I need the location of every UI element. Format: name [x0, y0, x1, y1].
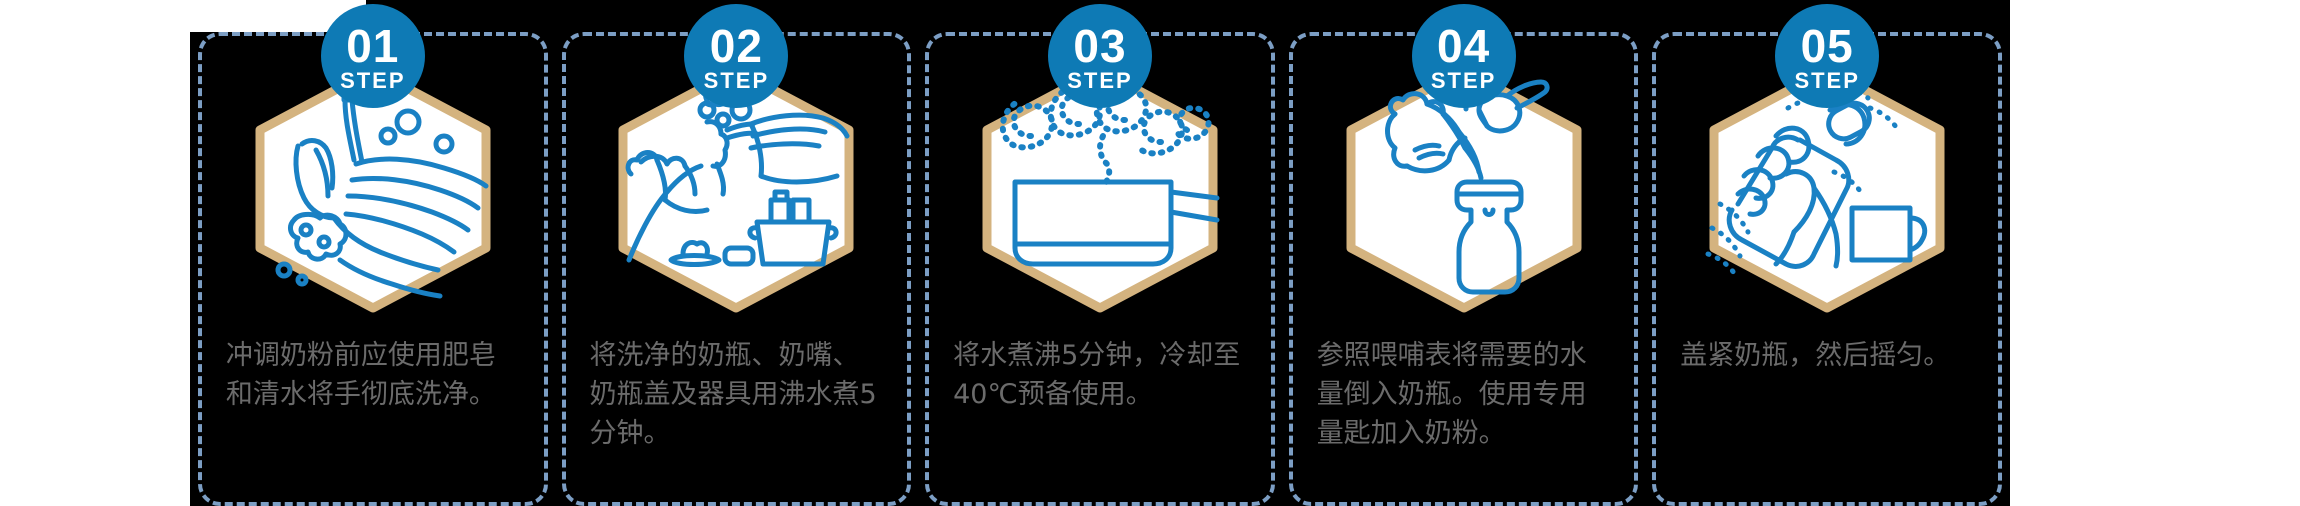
steps-row: 01 STEP — [190, 0, 2010, 506]
pour-water-and-scoop-icon — [1339, 64, 1589, 314]
step-badge-02: 02 STEP — [684, 4, 789, 108]
step-word-04: STEP — [1430, 67, 1497, 93]
step-word-02: STEP — [703, 67, 770, 93]
step-card-04[interactable]: 04 STEP — [1288, 4, 1639, 506]
step-caption-05: 盖紧奶瓶，然后摇匀。 — [1680, 340, 1951, 371]
boiling-pot-icon — [975, 64, 1225, 314]
step-badge-01: 01 STEP — [320, 4, 425, 108]
step-caption-01: 冲调奶粉前应使用肥皂和清水将手彻底洗净。 — [225, 340, 496, 411]
step-card-03[interactable]: 03 STEP — [925, 4, 1275, 506]
step-caption-03: 将水煮沸5分钟，冷却至40℃预备使用。 — [953, 340, 1241, 411]
step-number-05: 05 — [1800, 19, 1854, 72]
step-number-03: 03 — [1073, 19, 1127, 72]
step-number-02: 02 — [709, 19, 763, 72]
sterilize-bottle-parts-icon — [611, 64, 861, 314]
step-badge-03: 03 STEP — [1047, 4, 1152, 108]
step-badge-04: 04 STEP — [1411, 4, 1516, 108]
step-number-04: 04 — [1436, 19, 1491, 72]
step-word-01: STEP — [340, 67, 406, 93]
step-card-02[interactable]: 02 STEP — [561, 4, 912, 506]
step-caption-02: 将洗净的奶瓶、奶嘴、奶瓶盖及器具用沸水煮5分钟。 — [589, 340, 877, 450]
shake-bottle-icon — [1702, 64, 1952, 314]
washing-hands-icon — [248, 64, 498, 314]
step-word-03: STEP — [1067, 67, 1133, 93]
step-card-05[interactable]: 05 STEP — [1652, 4, 2002, 506]
step-number-01: 01 — [346, 19, 400, 72]
step-badge-05: 05 STEP — [1775, 4, 1880, 108]
step-word-05: STEP — [1794, 67, 1860, 93]
step-card-01[interactable]: 01 STEP — [198, 4, 548, 506]
step-caption-04: 参照喂哺表将需要的水量倒入奶瓶。使用专用量匙加入奶粉。 — [1316, 340, 1587, 450]
